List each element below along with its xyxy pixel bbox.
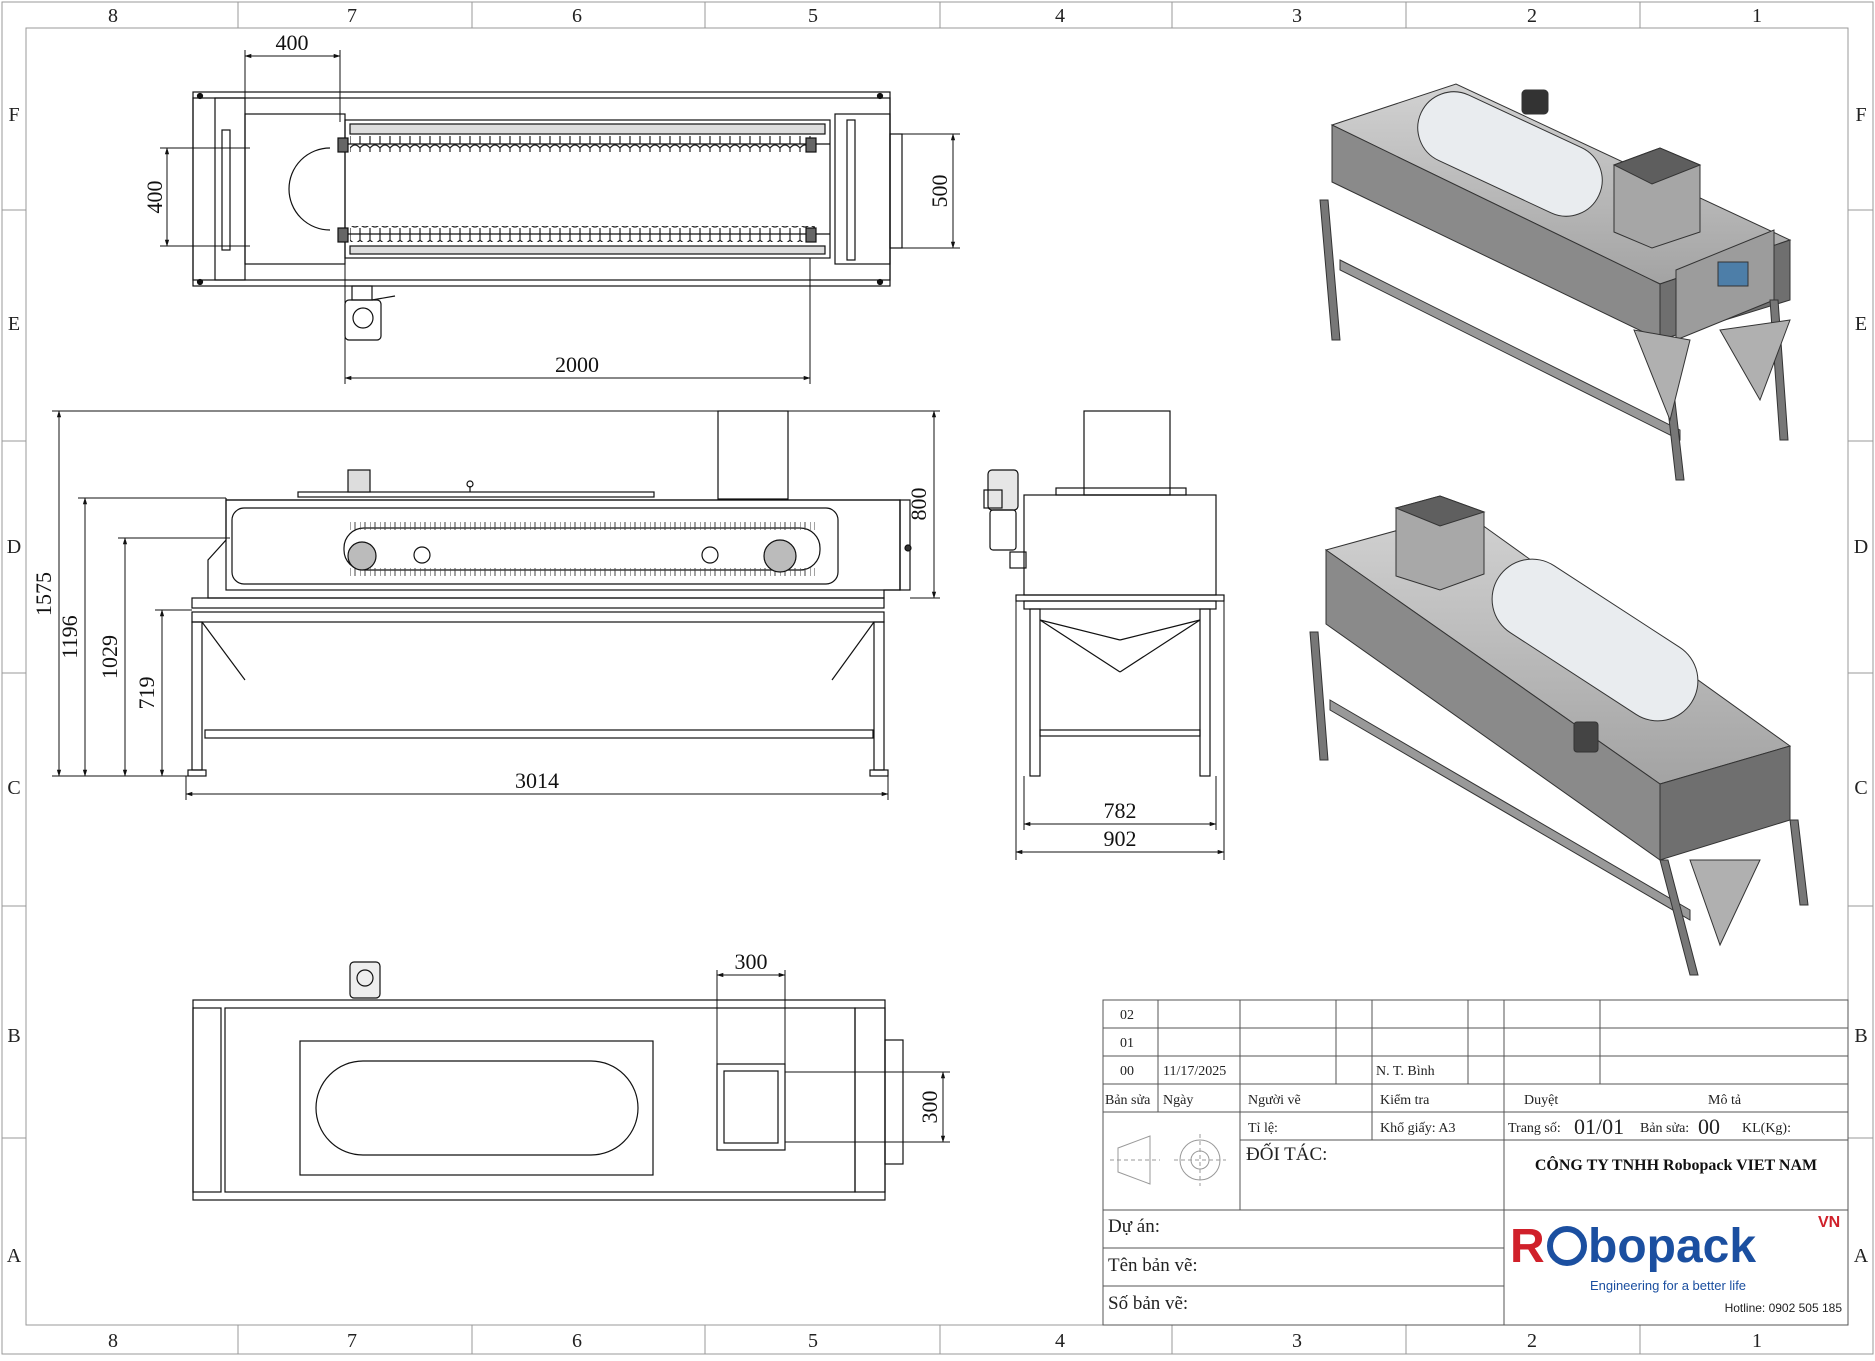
dim-label: 1575 [31,572,56,616]
title-block [1102,999,1849,1326]
page-label: Trang số: [1508,1121,1561,1136]
header-approver: Duyệt [1524,1093,1558,1108]
top-view [192,91,903,341]
zone-row-label: F [1855,104,1866,126]
rev-number: 02 [1120,1008,1134,1023]
side-view [983,410,1225,777]
zone-col-label: 5 [808,1330,818,1352]
dim-label: 300 [735,949,768,974]
page-value: 01/01 [1574,1114,1624,1139]
zone-col-label: 7 [347,1330,357,1352]
hotline: Hotline: 0902 505 185 [1725,1301,1843,1315]
zone-row-label: A [7,1245,22,1267]
dim-label: 3014 [515,768,559,793]
top-view-dims [160,50,960,384]
rev-drawer-name: N. T. Bình [1376,1064,1435,1079]
header-drawer: Người vẽ [1248,1093,1301,1108]
dim-label: 2000 [555,352,599,377]
zone-row-label: B [7,1025,20,1047]
dim-label: 1029 [97,635,122,679]
dim-label: 1196 [57,615,82,658]
front-view-dims [52,410,940,800]
drawing-number-label: Số bản vẽ: [1108,1293,1188,1314]
logo-wordmark: R [1510,1220,1545,1273]
front-view [187,410,912,777]
header-checker: Kiểm tra [1380,1093,1430,1108]
logo-tagline: Engineering for a better life [1590,1278,1746,1293]
zone-row-label: D [7,536,21,558]
zone-col-label: 2 [1527,1330,1537,1352]
dim-label: 800 [906,488,931,521]
isometric-render-top [1319,83,1792,481]
partner-label: ĐỐI TÁC: [1246,1143,1327,1165]
isometric-render-bottom [1309,495,1809,976]
rev-number: 00 [1120,1064,1134,1079]
zone-col-label: 8 [108,1330,118,1352]
zone-row-label: E [8,313,20,335]
rev-value: 00 [1698,1114,1720,1139]
zone-col-label: 6 [572,1330,582,1352]
projection-symbol-icon [1110,1134,1226,1186]
logo-wordmark: bopack [1588,1220,1756,1273]
zone-row-label: A [1854,1245,1869,1267]
zone-col-label: 7 [347,5,357,27]
dim-label: 500 [927,175,952,208]
zone-col-label: 1 [1752,1330,1762,1352]
company-logo: R bopack VN Engineering for a better lif… [1510,1214,1842,1315]
dim-label: 300 [917,1091,942,1124]
dim-label: 902 [1104,826,1137,851]
robot-arm-icon [1547,1226,1587,1266]
zone-row-label: E [1855,313,1867,335]
rev-date: 11/17/2025 [1163,1064,1226,1079]
rev-number: 01 [1120,1036,1134,1051]
zone-col-label: 2 [1527,5,1537,27]
dim-label: 400 [142,181,167,214]
zone-row-label: C [1854,777,1867,799]
paper-size-label: Khổ giấy: A3 [1380,1121,1455,1136]
scale-label: Tỉ lệ: [1248,1121,1278,1136]
header-date: Ngày [1163,1093,1193,1108]
company-name: CÔNG TY TNHH Robopack VIET NAM [1535,1155,1817,1174]
zone-col-label: 3 [1292,5,1302,27]
weight-label: KL(Kg): [1742,1121,1791,1136]
dim-label: 782 [1104,798,1137,823]
logo-suffix: VN [1818,1214,1840,1231]
zone-row-label: F [8,104,19,126]
zone-col-label: 4 [1055,1330,1065,1352]
zone-row-label: C [7,777,20,799]
dim-label: 400 [276,30,309,55]
plan-view [192,961,904,1201]
project-label: Dự án: [1108,1216,1160,1237]
dim-label: 719 [134,677,159,710]
zone-col-label: 5 [808,5,818,27]
header-rev: Bản sửa [1105,1093,1151,1108]
plan-view-dims [716,970,950,1143]
zone-col-label: 8 [108,5,118,27]
header-description: Mô tả [1708,1093,1742,1108]
rev-field-label: Bản sửa: [1640,1121,1689,1136]
zone-row-label: B [1854,1025,1867,1047]
zone-col-label: 4 [1055,5,1065,27]
drawing-name-label: Tên bản vẽ: [1108,1255,1198,1276]
zone-col-label: 6 [572,5,582,27]
zone-row-label: D [1854,536,1868,558]
zone-col-label: 3 [1292,1330,1302,1352]
side-view-dims [1015,598,1225,860]
zone-col-label: 1 [1752,5,1762,27]
